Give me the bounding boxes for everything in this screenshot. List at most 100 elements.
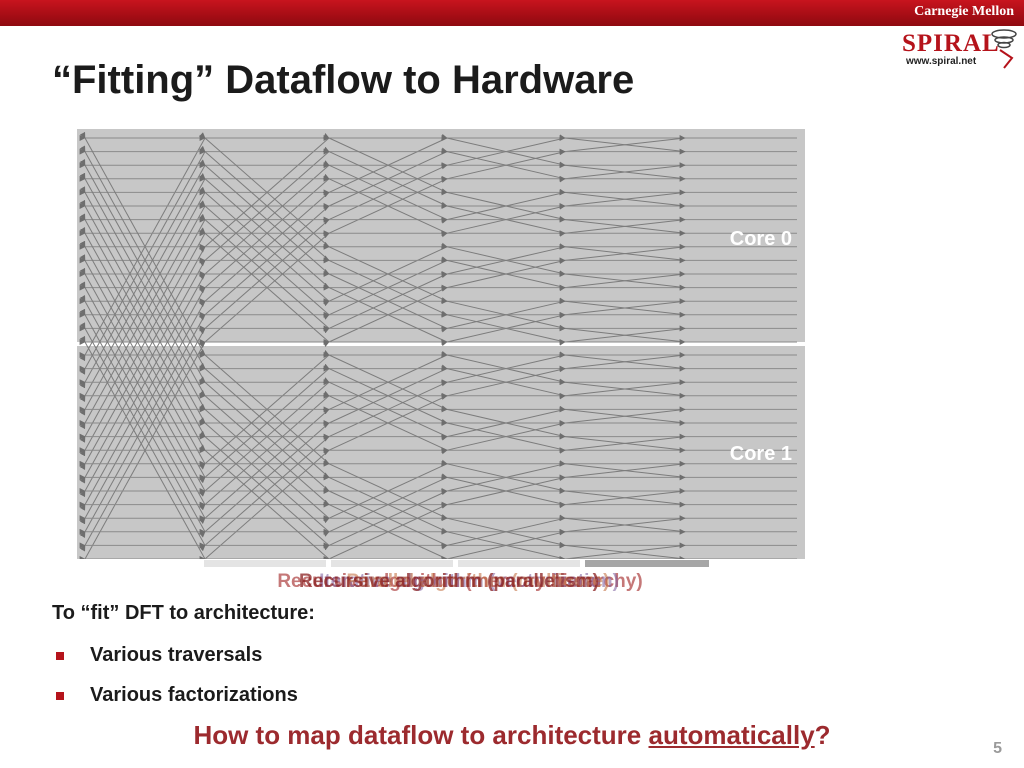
dataflow-wire bbox=[441, 418, 566, 451]
dataflow-wire bbox=[79, 254, 206, 478]
dataflow-wire bbox=[441, 405, 566, 438]
dataflow-wire bbox=[441, 147, 566, 180]
dataflow-wire bbox=[559, 161, 686, 180]
dataflow-wire bbox=[322, 350, 448, 410]
dataflow-wire bbox=[198, 444, 330, 559]
dataflow-wire bbox=[322, 472, 448, 533]
slide-title: “Fitting” Dataflow to Hardware bbox=[52, 58, 635, 102]
bullet-list: Various traversals Various factorization… bbox=[52, 641, 298, 721]
dataflow-wire bbox=[198, 417, 330, 533]
dataflow-wire bbox=[79, 267, 206, 492]
dataflow-wire bbox=[559, 514, 686, 533]
stage-bar-3 bbox=[458, 560, 580, 567]
spiral-logo: SPIRAL www.spiral.net bbox=[898, 28, 1020, 70]
dataflow-wire bbox=[322, 241, 448, 302]
dft-dataflow-diagram: Core 0 Core 1 bbox=[77, 129, 805, 559]
dataflow-wire bbox=[559, 297, 686, 316]
spiral-swirl-icon bbox=[991, 29, 1017, 69]
dataflow-wire bbox=[322, 255, 448, 316]
dataflow-wire bbox=[198, 376, 330, 492]
bullet-text: Various traversals bbox=[90, 644, 263, 666]
dataflow-wire bbox=[322, 499, 448, 559]
logo-word: SPIRAL bbox=[902, 30, 1000, 57]
core-0-panel bbox=[77, 129, 805, 342]
dataflow-wire bbox=[79, 227, 206, 451]
dataflow-wire bbox=[559, 270, 686, 289]
dataflow-wire bbox=[79, 308, 206, 533]
dataflow-wire bbox=[198, 159, 330, 275]
dataflow-wire bbox=[198, 200, 330, 316]
dataflow-wire bbox=[441, 242, 566, 275]
dataflow-wire bbox=[559, 134, 686, 153]
overlay-caption-3: Parallel algorithm (multicore) bbox=[346, 571, 610, 592]
dataflow-wire bbox=[198, 349, 330, 465]
intro-text: To “fit” DFT to architecture: bbox=[52, 602, 315, 624]
dataflow-wire bbox=[441, 188, 566, 221]
overlay-caption-4: Recursive algorithm (parallelism) bbox=[299, 571, 599, 592]
dataflow-wire bbox=[559, 460, 686, 478]
dataflow-wire bbox=[441, 364, 566, 397]
dataflow-wire bbox=[322, 363, 448, 424]
core-0-label: Core 0 bbox=[730, 228, 792, 250]
dataflow-wire bbox=[559, 351, 686, 370]
dataflow-wire bbox=[79, 213, 206, 437]
dataflow-wire bbox=[198, 145, 330, 261]
dataflow-wire bbox=[441, 527, 566, 559]
question-end: ? bbox=[814, 720, 831, 750]
dataflow-wire bbox=[441, 459, 566, 492]
dataflow-wire bbox=[441, 201, 566, 234]
overlay-caption-2: Iterative algorithm (vectorization) bbox=[319, 571, 619, 592]
dataflow-wire bbox=[198, 132, 330, 248]
dataflow-wire bbox=[441, 297, 566, 329]
dataflow-wire bbox=[198, 186, 330, 302]
dataflow-wire bbox=[559, 243, 686, 261]
dataflow-wire bbox=[198, 172, 330, 288]
dataflow-wire bbox=[79, 159, 206, 383]
stage-bar-4 bbox=[585, 560, 709, 567]
page-number: 5 bbox=[993, 740, 1002, 757]
bullet-item: Various factorizations bbox=[52, 681, 298, 721]
dataflow-wire bbox=[322, 390, 448, 451]
dataflow-wire bbox=[322, 282, 448, 343]
dataflow-wire bbox=[198, 227, 330, 343]
dataflow-wire bbox=[198, 213, 330, 329]
dataflow-wire bbox=[322, 160, 448, 221]
stage-bar-2 bbox=[331, 560, 453, 567]
dataflow-wire bbox=[79, 145, 206, 369]
dataflow-wire bbox=[441, 514, 566, 546]
dataflow-wire bbox=[559, 405, 686, 424]
dataflow-wire bbox=[322, 377, 448, 438]
header-bar: Carnegie Mellon bbox=[0, 0, 1024, 26]
dataflow-wire bbox=[79, 172, 206, 397]
dataflow-wire bbox=[441, 350, 566, 383]
dataflow-wire bbox=[322, 269, 448, 329]
bullet-item: Various traversals bbox=[52, 641, 298, 681]
dataflow-wire bbox=[559, 216, 686, 234]
dataflow-wire bbox=[441, 473, 566, 506]
key-question: How to map dataflow to architecture auto… bbox=[0, 720, 1024, 751]
dataflow-wire bbox=[559, 433, 686, 451]
dataflow-wire bbox=[79, 322, 206, 546]
dataflow-wire bbox=[322, 486, 448, 546]
organization-name: Carnegie Mellon bbox=[914, 4, 1014, 19]
dataflow-wire bbox=[441, 256, 566, 289]
dataflow-wire bbox=[559, 324, 686, 343]
dataflow-wire bbox=[559, 188, 686, 207]
dataflow-wire bbox=[559, 541, 686, 559]
bullet-square-icon bbox=[56, 692, 64, 700]
dataflow-wire bbox=[322, 173, 448, 234]
bullet-square-icon bbox=[56, 652, 64, 660]
dataflow-wire bbox=[559, 487, 686, 506]
dataflow-wire bbox=[198, 362, 330, 478]
question-emphasis: automatically bbox=[648, 720, 815, 750]
dataflow-wire bbox=[198, 403, 330, 519]
dataflow-wire bbox=[322, 133, 448, 193]
dataflow-wire bbox=[79, 295, 206, 519]
dataflow-wire bbox=[198, 389, 330, 505]
dataflow-wire bbox=[79, 240, 206, 465]
dataflow-wire bbox=[441, 310, 566, 343]
core-1-panel bbox=[77, 346, 805, 559]
dataflow-wire bbox=[79, 281, 206, 505]
stage-bar-1 bbox=[204, 560, 326, 567]
dataflow-wire bbox=[322, 458, 448, 519]
